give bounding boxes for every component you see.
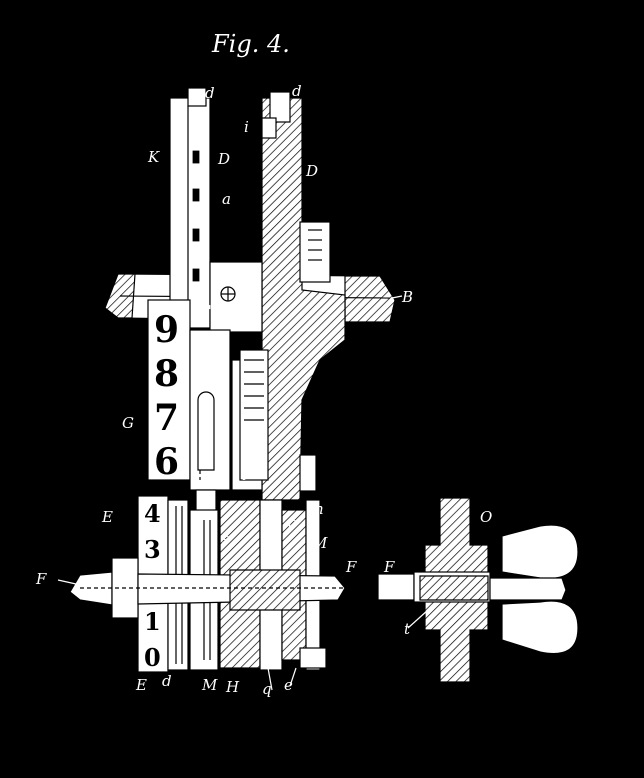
label-f-right: F <box>345 558 357 576</box>
label-a: a <box>222 190 231 208</box>
figure-title: Fig. 4. <box>211 30 290 58</box>
label-h: H <box>225 678 240 696</box>
label-d-bottom: d <box>162 672 172 690</box>
digit-1: 1 <box>144 607 161 636</box>
label-m-bottom: M <box>201 676 218 694</box>
digit-8: 8 <box>154 353 179 395</box>
digit-6: 6 <box>154 441 179 483</box>
digit-9: 9 <box>154 309 179 351</box>
label-f-left: F <box>35 570 47 588</box>
main-shaft-f <box>69 557 346 619</box>
label-q: q <box>262 680 272 698</box>
label-i: i <box>244 118 249 136</box>
digit-3: 3 <box>144 535 161 564</box>
label-b: B <box>401 288 413 306</box>
label-e-bottom: E <box>135 676 147 694</box>
label-t: t <box>404 620 411 638</box>
label-o: O <box>480 508 492 526</box>
label-g: G <box>122 414 134 432</box>
digit-0: 0 <box>144 643 161 672</box>
label-l: l <box>242 466 247 484</box>
center-rods <box>189 329 317 521</box>
label-n-knob: N <box>527 544 542 562</box>
leader-lines <box>57 295 429 691</box>
label-d-right: d <box>292 82 302 100</box>
label-e: e <box>284 676 293 694</box>
label-e-top: E <box>101 508 113 526</box>
label-k: K <box>147 148 160 166</box>
label-m: M <box>311 534 328 552</box>
center-block <box>209 261 263 333</box>
digit-column-upper: 9 8 7 6 <box>147 299 191 483</box>
label-f-detached: F <box>383 558 395 576</box>
label-n: n <box>314 500 324 518</box>
label-d-left: d <box>205 84 215 102</box>
label-d-prime: d' <box>198 302 212 320</box>
label-d-upper-right: D <box>305 162 318 180</box>
label-s: s <box>222 530 230 548</box>
rack-bar-left <box>169 87 211 329</box>
label-c: c <box>288 514 297 532</box>
reference-labels: d d i K D D a B d' G l E n c s M F F F O… <box>35 82 542 698</box>
label-d-upper-left: D <box>217 150 230 168</box>
digit-4: 4 <box>144 499 161 528</box>
digit-7: 7 <box>154 397 179 439</box>
detached-assembly <box>377 497 579 683</box>
hatched-column-right <box>261 91 346 501</box>
